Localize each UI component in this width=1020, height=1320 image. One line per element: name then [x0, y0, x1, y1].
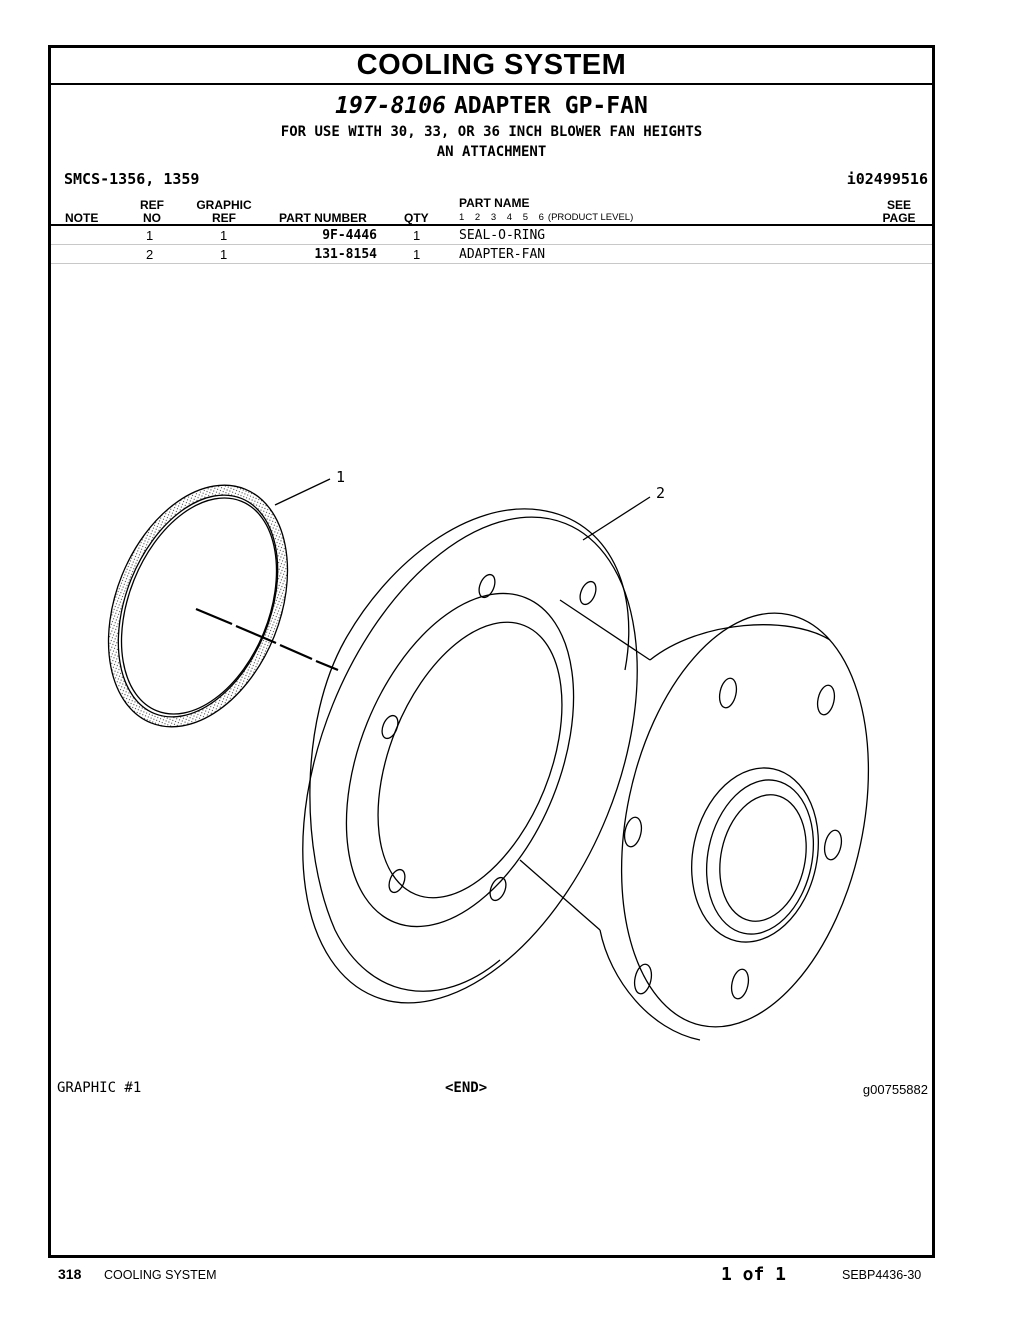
header-rule — [51, 224, 932, 226]
row1-rule — [51, 244, 932, 245]
header-graphic-top: GRAPHIC — [196, 198, 252, 212]
group-heading: 197-8106 ADAPTER GP-FAN — [51, 93, 932, 119]
callout-1: 1 — [336, 468, 345, 486]
section-title-bar: COOLING SYSTEM — [51, 48, 932, 85]
graphic-id: g00755882 — [862, 1082, 928, 1097]
smcs-code: SMCS-1356, 1359 — [64, 170, 200, 188]
row1-part-number: 9F-4446 — [322, 228, 377, 243]
header-ref-bottom: NO — [143, 211, 161, 225]
header-part-name: PART NAME — [459, 196, 530, 210]
row2-ref-no: 2 — [146, 247, 154, 262]
row1-part-name: SEAL-O-RING — [459, 228, 546, 243]
row2-graphic-ref: 1 — [220, 247, 228, 262]
row2-rule — [51, 263, 932, 264]
info-reference: i02499516 — [846, 170, 928, 188]
header-product-levels: 1 2 3 4 5 6(PRODUCT LEVEL) — [459, 212, 633, 223]
section-title: COOLING SYSTEM — [356, 49, 627, 81]
assembly-axis-line — [195, 607, 339, 672]
footer-section: COOLING SYSTEM — [104, 1268, 217, 1282]
end-marker: <END> — [445, 1080, 488, 1096]
row2-qty: 1 — [413, 247, 421, 262]
row1-graphic-ref: 1 — [220, 228, 228, 243]
graphic-label: GRAPHIC #1 — [57, 1080, 142, 1096]
level-numbers: 1 2 3 4 5 6 — [459, 212, 544, 223]
adapter-fan-drawing — [302, 508, 870, 1041]
group-part-number: 197-8106 — [335, 93, 446, 119]
leader-line-2 — [582, 496, 651, 541]
group-subtitle-2: AN ATTACHMENT — [436, 144, 547, 160]
row2-part-number: 131-8154 — [314, 247, 377, 262]
footer-page-number: 318 — [58, 1266, 82, 1282]
header-note: NOTE — [65, 211, 99, 225]
page-frame: COOLING SYSTEM 197-8106 ADAPTER GP-FAN FO… — [48, 45, 935, 1258]
row2-part-name: ADAPTER-FAN — [459, 247, 546, 262]
row1-ref-no: 1 — [146, 228, 154, 243]
header-see-top: SEE — [886, 198, 911, 212]
header-graphic-bottom: REF — [212, 211, 236, 225]
callout-2: 2 — [656, 484, 665, 502]
header-ref-top: REF — [140, 198, 164, 212]
product-level-label: (PRODUCT LEVEL) — [547, 212, 634, 223]
header-see-bottom: PAGE — [882, 211, 916, 225]
footer-document-id: SEBP4436-30 — [842, 1268, 922, 1282]
group-name: ADAPTER GP-FAN — [453, 93, 648, 119]
leader-line-1 — [274, 478, 331, 506]
header-part-number: PART NUMBER — [279, 211, 367, 225]
group-subtitle-1: FOR USE WITH 30, 33, OR 36 INCH BLOWER F… — [280, 124, 703, 140]
row1-qty: 1 — [413, 228, 421, 243]
seal-o-ring-drawing — [107, 484, 289, 728]
header-qty: QTY — [404, 211, 429, 225]
footer-page-of: 1 of 1 — [721, 1264, 787, 1285]
